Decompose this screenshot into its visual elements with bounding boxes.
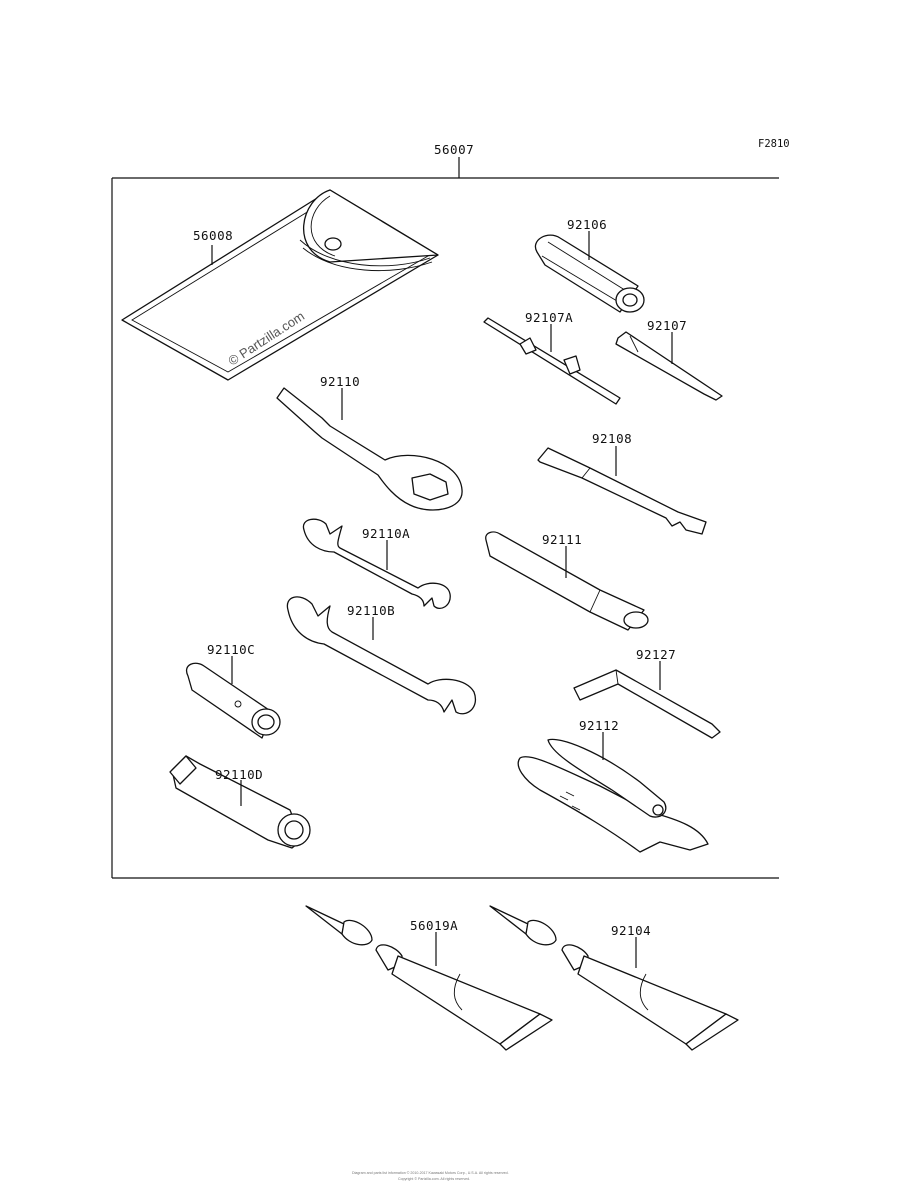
part-label-kit[interactable]: 56007: [434, 142, 474, 157]
part-label-grease[interactable]: 92104: [611, 923, 651, 938]
part-label-screwdriver-bit-a[interactable]: 92107A: [525, 310, 573, 325]
figure-code: F2810: [758, 138, 790, 150]
part-label-grease-a[interactable]: 56019A: [410, 918, 458, 933]
part-label-wrench-a[interactable]: 92110A: [362, 526, 410, 541]
pliers-drawing: [517, 738, 709, 853]
wrench-b-drawing: [286, 596, 477, 715]
screwdriver-bit-a-drawing: [483, 317, 621, 405]
socket-c-drawing: [185, 662, 281, 739]
part-label-socket-c[interactable]: 92110C: [207, 642, 255, 657]
part-label-socket-d[interactable]: 92110D: [215, 767, 263, 782]
part-label-ring-wrench[interactable]: 92110: [320, 374, 360, 389]
handle-bar-drawing: [485, 531, 649, 631]
footer-line-2: Copyright © Partzilla.com. All rights re…: [398, 1177, 470, 1181]
part-label-case[interactable]: 56008: [193, 228, 233, 243]
socket-d-drawing: [169, 755, 311, 849]
part-label-pliers[interactable]: 92112: [579, 718, 619, 733]
screwdriver-grip-drawing: [534, 234, 645, 313]
part-label-hex-key[interactable]: 92127: [636, 647, 676, 662]
tool-case-drawing: [121, 189, 439, 381]
grease-tube-a-drawing: [305, 905, 553, 1051]
part-label-screwdriver-bit[interactable]: 92107: [647, 318, 687, 333]
footer-line-1: Diagram and parts list information © 201…: [352, 1171, 509, 1175]
kit-frame: [111, 157, 779, 879]
part-label-spoke-wrench[interactable]: 92108: [592, 431, 632, 446]
spoke-wrench-drawing: [537, 447, 707, 535]
grease-tube-drawing: [489, 905, 739, 1051]
hex-key-drawing: [573, 669, 721, 739]
part-label-handle-bar[interactable]: 92111: [542, 532, 582, 547]
part-label-wrench-b[interactable]: 92110B: [347, 603, 395, 618]
ring-wrench-drawing: [276, 387, 463, 511]
wrench-a-drawing: [302, 518, 451, 609]
screwdriver-bit-drawing: [615, 331, 723, 401]
part-label-screwdriver-grip[interactable]: 92106: [567, 217, 607, 232]
